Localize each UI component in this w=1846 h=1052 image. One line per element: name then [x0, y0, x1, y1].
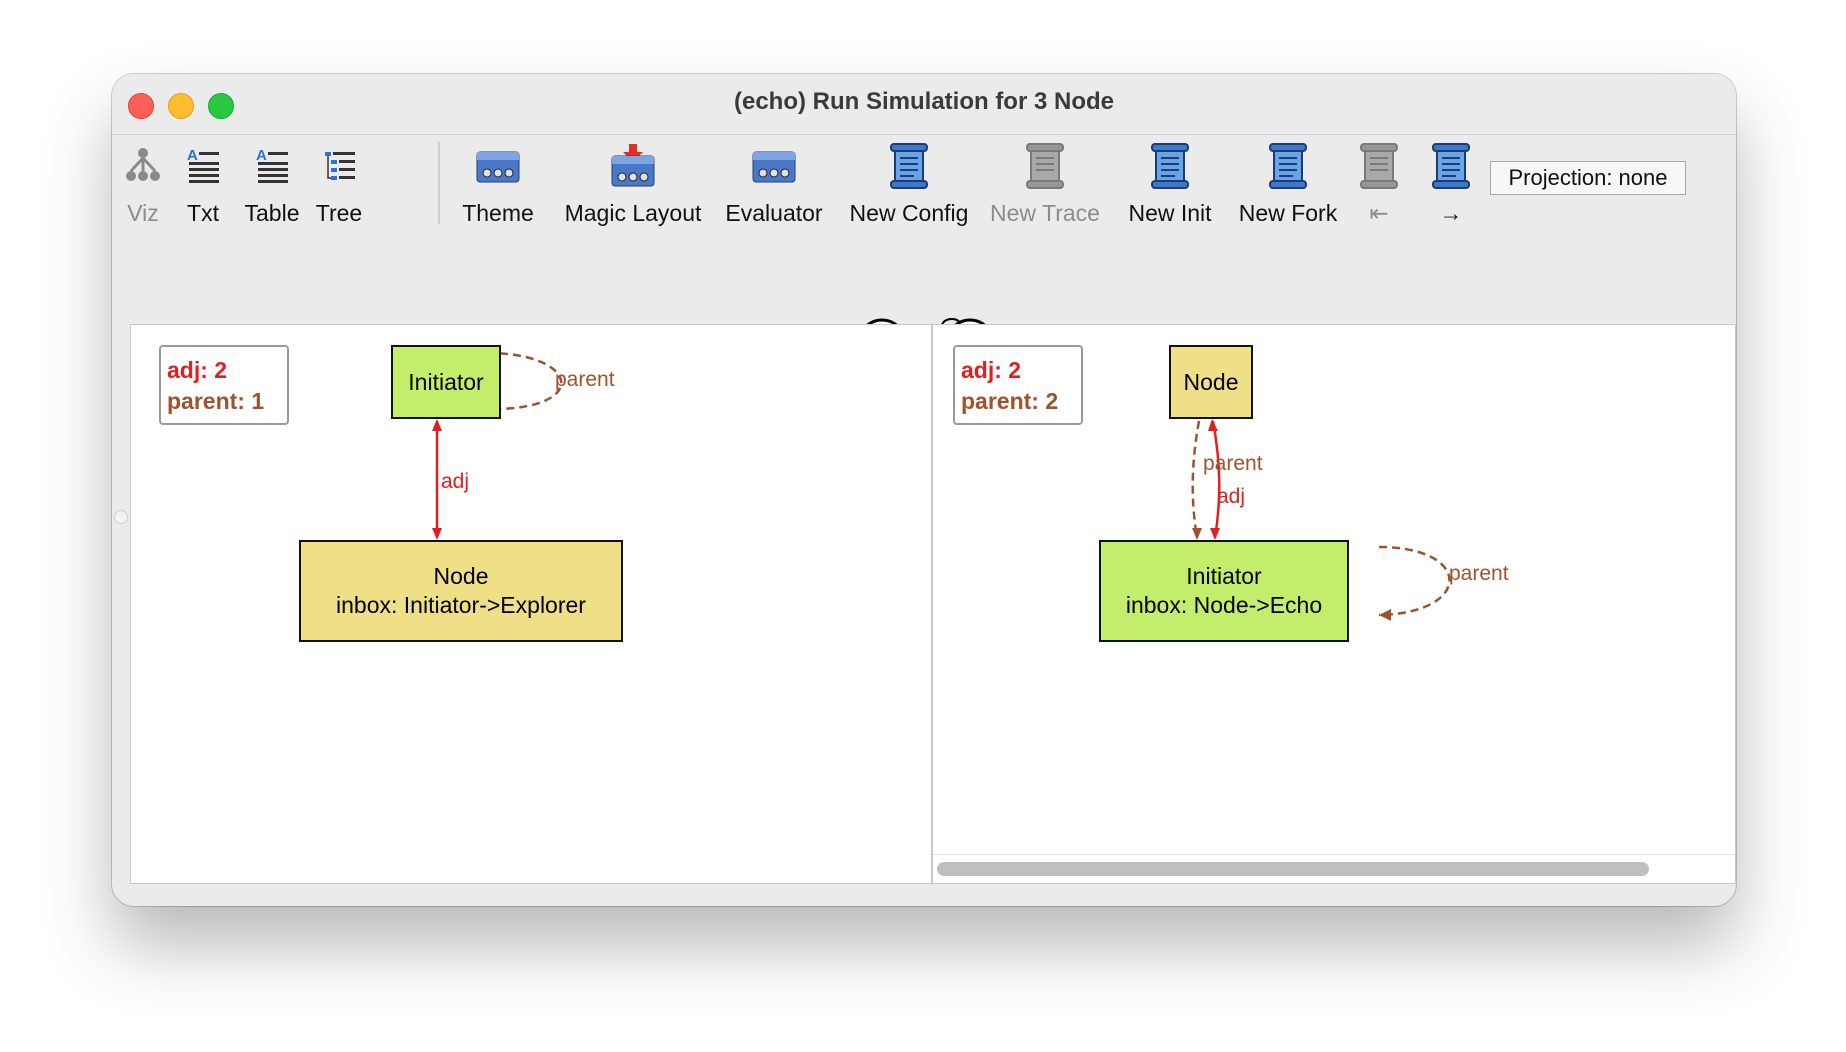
title-bar: (echo) Run Simulation for 3 Node [112, 74, 1736, 135]
scrollbar-thumb[interactable] [937, 862, 1649, 876]
magic-layout-icon [611, 140, 655, 192]
right-initiator-inbox: inbox: Node->Echo [1125, 592, 1323, 618]
projection-dropdown[interactable]: Projection: none [1490, 161, 1686, 195]
new-trace-label: New Trace [990, 200, 1100, 226]
magic-layout-label: Magic Layout [564, 200, 702, 226]
theme-label: Theme [462, 200, 534, 226]
left-initiator-node[interactable]: Initiator [391, 345, 501, 419]
table-label: Table [244, 200, 300, 226]
new-init-button[interactable]: New Init [1126, 140, 1214, 227]
left-node-box[interactable]: Node inbox: Initiator->Explorer [299, 540, 623, 642]
right-edge-adj-label: adj [1217, 485, 1245, 508]
new-init-scroll-icon [1150, 140, 1190, 192]
simulation-window: (echo) Run Simulation for 3 Node Viz A [112, 74, 1736, 906]
left-info-parent: parent: 1 [167, 388, 265, 414]
left-node-name: Node [433, 563, 489, 589]
viz-label: Viz [127, 200, 159, 226]
theme-button[interactable]: Theme [462, 140, 534, 227]
table-button[interactable]: A Table [242, 140, 302, 227]
txt-label: Txt [187, 200, 219, 226]
close-button[interactable] [128, 93, 154, 119]
new-fork-button[interactable]: New Fork [1236, 140, 1340, 227]
viz-button[interactable]: Viz [122, 140, 164, 227]
new-fork-label: New Fork [1238, 200, 1338, 226]
evaluator-icon [752, 140, 796, 192]
right-edge-parent-label: parent [1203, 452, 1263, 475]
left-initiator-label: Initiator [408, 368, 484, 395]
table-icon: A [254, 140, 290, 192]
left-graph-panel: adj: 2 parent: 1 parent adj Initiator No… [130, 324, 932, 884]
evaluator-label: Evaluator [725, 200, 823, 226]
theme-icon [476, 140, 520, 192]
previous-scroll-icon [1359, 140, 1399, 192]
right-edges: parent adj parent [1191, 419, 1509, 621]
right-edge-parent-self-label: parent [1449, 562, 1509, 585]
new-fork-scroll-icon [1268, 140, 1308, 192]
next-state-button[interactable]: → [1430, 140, 1472, 227]
minimize-button[interactable] [168, 93, 194, 119]
left-parent-self-edge[interactable] [486, 351, 563, 411]
right-initiator-node[interactable]: Initiator inbox: Node->Echo [1099, 540, 1349, 642]
tree-button[interactable]: Tree [312, 140, 366, 227]
new-trace-scroll-icon [1025, 140, 1065, 192]
next-label: → [1439, 200, 1463, 226]
tree-icon [321, 140, 357, 192]
magic-layout-button[interactable]: Magic Layout [559, 140, 707, 227]
previous-state-button[interactable]: ⇤ [1358, 140, 1400, 227]
left-info-adj: adj: 2 [167, 357, 228, 383]
left-edges: parent adj [432, 351, 615, 540]
left-node-inbox: inbox: Initiator->Explorer [336, 592, 586, 618]
viz-icon [123, 140, 163, 192]
new-config-button[interactable]: New Config [847, 140, 971, 227]
right-node-label: Node [1183, 368, 1239, 395]
tree-label: Tree [315, 200, 363, 226]
right-node-box[interactable]: Node [1169, 345, 1253, 419]
window-title: (echo) Run Simulation for 3 Node [733, 88, 1114, 115]
right-info-box: adj: 2 parent: 2 [953, 345, 1083, 425]
left-edge-adj-label: adj [441, 470, 469, 493]
right-info-parent: parent: 2 [961, 388, 1059, 414]
new-trace-button[interactable]: New Trace [990, 140, 1100, 227]
right-adj-edge[interactable] [1211, 420, 1221, 539]
toolbar-separator [438, 142, 440, 224]
right-parent-edge[interactable] [1191, 420, 1201, 539]
right-parent-self-edge[interactable] [1378, 545, 1451, 617]
evaluator-button[interactable]: Evaluator [724, 140, 824, 227]
zoom-button[interactable] [208, 93, 234, 119]
left-edge-parent-label: parent [555, 368, 615, 391]
right-info-adj: adj: 2 [961, 357, 1022, 383]
right-graph-panel: adj: 2 parent: 2 parent adj parent Node … [932, 324, 1736, 884]
txt-icon: A [185, 140, 221, 192]
previous-label: ⇤ [1369, 200, 1389, 226]
right-initiator-name: Initiator [1186, 563, 1262, 589]
horizontal-scrollbar[interactable] [933, 854, 1735, 883]
svg-text:A: A [256, 147, 267, 164]
txt-button[interactable]: A Txt [183, 140, 223, 227]
svg-text:A: A [187, 147, 198, 164]
new-config-scroll-icon [889, 140, 929, 192]
new-init-label: New Init [1128, 200, 1212, 226]
new-config-label: New Config [849, 200, 969, 226]
next-scroll-icon [1431, 140, 1471, 192]
left-info-box: adj: 2 parent: 1 [159, 345, 289, 425]
split-handle[interactable] [114, 510, 128, 524]
